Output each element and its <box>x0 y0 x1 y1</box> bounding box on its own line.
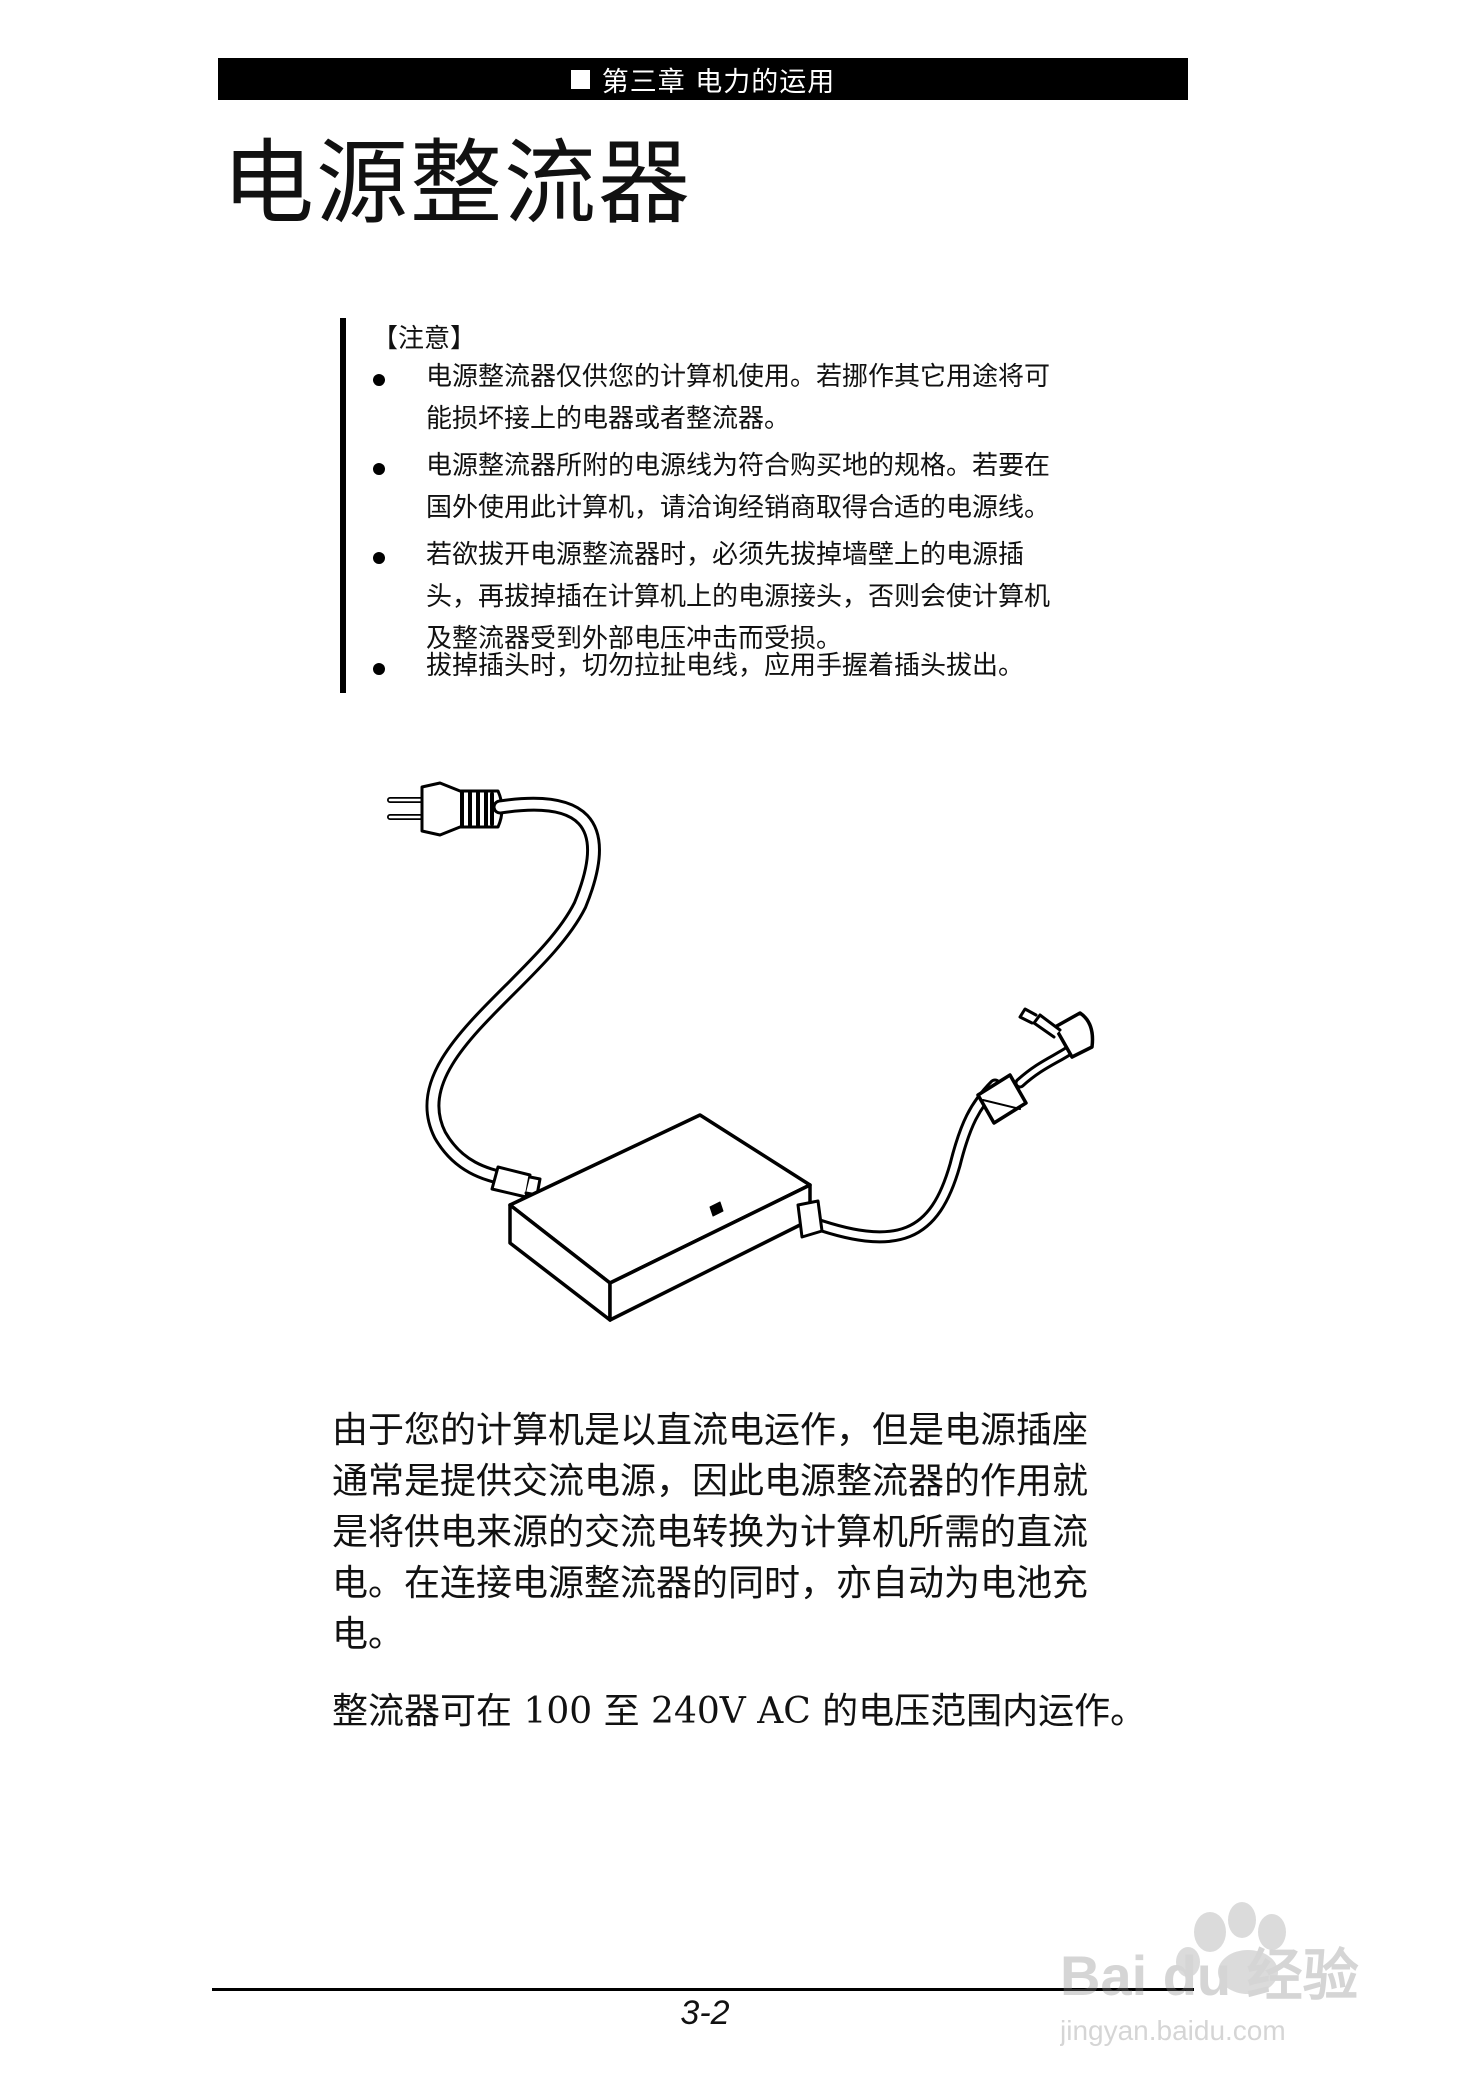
chapter-header-bar: 第三章 电力的运用 <box>218 58 1188 100</box>
power-adapter-illustration <box>387 781 1095 1322</box>
note-line: 及整流器受到外部电压冲击而受损。 <box>426 624 843 654</box>
body-line: 电。在连接电源整流器的同时，亦自动为电池充 <box>332 1563 1089 1604</box>
note-line: 头，再拔掉插在计算机上的电源接头，否则会使计算机 <box>426 582 1051 612</box>
note-line: 国外使用此计算机，请洽询经销商取得合适的电源线。 <box>426 493 1051 523</box>
adapter-brick <box>508 1113 812 1322</box>
baidu-jingyan-watermark: Bai du 经验 jingyan.baidu.com <box>1060 1902 1359 2046</box>
note-line: 若欲拔开电源整流器时，必须先拔掉墙壁上的电源插 <box>426 540 1025 570</box>
watermark-url: jingyan.baidu.com <box>1060 2015 1286 2046</box>
note-label: 【注意】 <box>372 324 477 354</box>
note-item: 电源整流器所附的电源线为符合购买地的规格。若要在 国外使用此计算机，请洽询经销商… <box>426 445 1196 529</box>
dc-plug <box>1018 1007 1095 1059</box>
body-paragraph: 由于您的计算机是以直流电运作，但是电源插座 通常是提供交流电源，因此电源整流器的… <box>332 1405 1192 1660</box>
page-title: 电源整流器 <box>222 130 693 237</box>
bullet-icon <box>373 374 385 386</box>
body-line: 通常是提供交流电源，因此电源整流器的作用就 <box>332 1461 1089 1502</box>
ac-plug <box>387 781 504 837</box>
page-number: 3-2 <box>680 1994 730 2032</box>
note-line: 能损坏接上的电器或者整流器。 <box>426 404 791 434</box>
watermark-brand: Bai du 经验 <box>1060 1944 1359 2007</box>
bullet-icon <box>373 663 385 675</box>
note-line: 电源整流器所附的电源线为符合购买地的规格。若要在 <box>426 451 1051 481</box>
voltage-range-paragraph: 整流器可在 100 至 240V AC 的电压范围内运作。 <box>332 1691 1147 1732</box>
note-line: 电源整流器仅供您的计算机使用。若挪作其它用途将可 <box>426 362 1051 392</box>
footer-rule <box>212 1988 1194 1991</box>
note-box: 【注意】 电源整流器仅供您的计算机使用。若挪作其它用途将可 能损坏接上的电器或者… <box>340 318 1196 693</box>
body-line: 电。 <box>332 1614 405 1655</box>
note-item: 电源整流器仅供您的计算机使用。若挪作其它用途将可 能损坏接上的电器或者整流器。 <box>426 356 1196 440</box>
bullet-icon <box>373 463 385 475</box>
note-line: 拔掉插头时，切勿拉扯电线，应用手握着插头拔出。 <box>426 651 1025 681</box>
body-line: 是将供电来源的交流电转换为计算机所需的直流 <box>332 1512 1089 1553</box>
square-icon <box>570 69 590 89</box>
bullet-icon <box>373 552 385 564</box>
body-line: 由于您的计算机是以直流电运作，但是电源插座 <box>332 1410 1089 1451</box>
chapter-header-text: 第三章 电力的运用 <box>601 66 836 98</box>
note-item: 若欲拔开电源整流器时，必须先拔掉墙壁上的电源插 头，再拔掉插在计算机上的电源接头… <box>426 534 1196 660</box>
note-item: 拔掉插头时，切勿拉扯电线，应用手握着插头拔出。 <box>426 645 1196 687</box>
